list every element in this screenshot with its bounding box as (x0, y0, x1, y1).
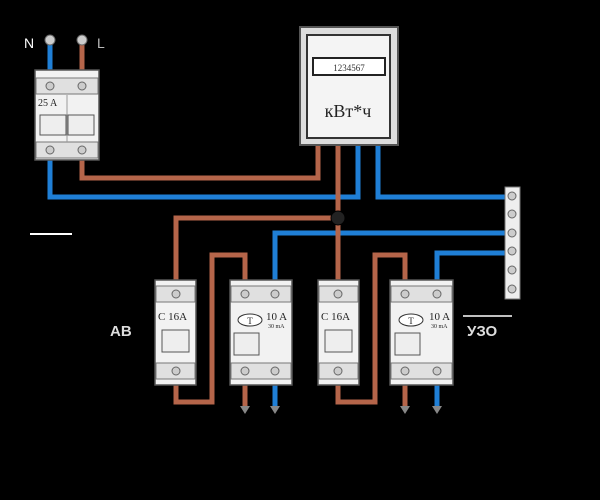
rcd-2-rating: 10 A (429, 311, 450, 323)
input-terminals (44, 34, 88, 46)
breaker-2-rating: C 16A (321, 311, 350, 323)
breaker-label: АВ (110, 323, 132, 340)
rcd-2 (389, 279, 454, 386)
breaker-2 (317, 279, 360, 386)
breaker-1-rating: C 16A (158, 311, 187, 323)
neutral-label: N (24, 35, 34, 51)
junction-dot (330, 210, 346, 226)
phase-wires (79, 40, 408, 408)
rcd-1 (229, 279, 293, 386)
neutral-wires (47, 40, 507, 408)
rcd-label: УЗО (467, 323, 498, 340)
neutral-terminal-block (504, 186, 521, 300)
line-label: L (97, 35, 105, 51)
rcd-2-sensitivity: 30 mA (431, 324, 448, 330)
meter-reading: 1234567 (333, 63, 365, 73)
breaker-1 (154, 279, 197, 386)
meter-unit: кВт*ч (325, 101, 372, 121)
output-arrows (240, 406, 442, 414)
main-breaker-rating: 25 A (38, 98, 58, 109)
rcd-2-test: T (408, 316, 414, 326)
rcd-1-sensitivity: 30 mA (268, 324, 285, 330)
main-breaker (34, 69, 100, 161)
rcd-1-test: T (247, 316, 253, 326)
rcd-1-rating: 10 A (266, 311, 287, 323)
electricity-meter (299, 26, 399, 146)
